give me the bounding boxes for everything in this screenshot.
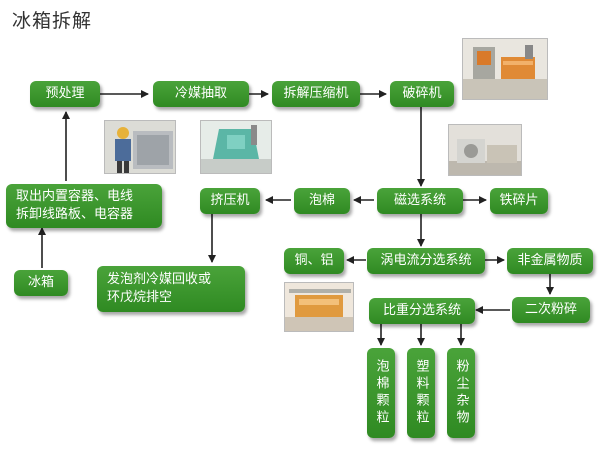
magnetic-photo (448, 124, 522, 176)
node-remove-parts: 取出内置容器、电线 拆卸线路板、电容器 (6, 184, 162, 228)
node-dust: 粉尘杂物 (447, 348, 475, 438)
node-foam: 泡棉 (294, 188, 350, 214)
node-dismantle: 拆解压缩机 (272, 81, 360, 107)
node-secondary: 二次粉碎 (512, 297, 590, 323)
worker-photo (104, 120, 176, 174)
node-nonmetal: 非金属物质 (507, 248, 593, 274)
machine-photo (200, 120, 272, 174)
node-pretreat: 预处理 (30, 81, 100, 107)
node-refrigerant: 冷媒抽取 (153, 81, 249, 107)
node-gravity: 比重分选系统 (369, 298, 475, 324)
crusher-photo (462, 38, 548, 100)
node-fridge: 冰箱 (14, 270, 68, 296)
node-extruder: 挤压机 (200, 188, 260, 214)
node-iron: 铁碎片 (490, 188, 548, 214)
node-remove-parts-text: 取出内置容器、电线 拆卸线路板、电容器 (16, 189, 134, 222)
node-foaming-agent-text: 发泡剂冷媒回收或 环戊烷排空 (107, 272, 212, 305)
node-magnetic: 磁选系统 (377, 188, 463, 214)
eddy-current-photo (284, 282, 354, 332)
node-crush: 破碎机 (390, 81, 454, 107)
node-copper-al: 铜、铝 (284, 248, 344, 274)
node-foam-particles: 泡棉颗粒 (367, 348, 395, 438)
page-title: 冰箱拆解 (12, 10, 93, 32)
node-foaming-agent: 发泡剂冷媒回收或 环戊烷排空 (97, 266, 245, 312)
node-eddy: 涡电流分选系统 (367, 248, 485, 274)
node-plastic-particles: 塑料颗粒 (407, 348, 435, 438)
